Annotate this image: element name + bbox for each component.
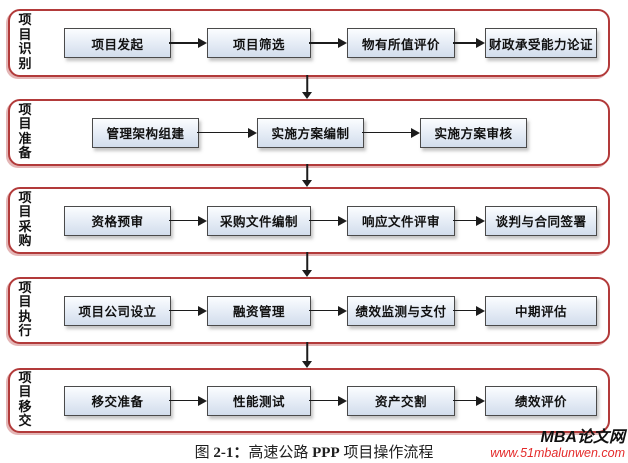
right-arrow-icon	[169, 305, 207, 316]
flow-step-box: 项目筛选	[207, 28, 311, 58]
stage-project-execution: 项目执行 项目公司设立 融资管理 绩效监测与支付 中期评估	[8, 277, 610, 344]
stage-project-handover: 项目移交 移交准备 性能测试 资产交割 绩效评价	[8, 368, 610, 433]
flow-step-box: 实施方案编制	[257, 117, 364, 148]
flow-step-box: 实施方案审核	[420, 117, 527, 148]
flow-step-box: 资产交割	[347, 385, 455, 416]
flow-step-box: 融资管理	[207, 295, 311, 326]
right-arrow-icon	[309, 395, 347, 406]
flow-step-box: 采购文件编制	[207, 205, 311, 236]
right-arrow-icon	[453, 305, 485, 316]
stage-label-handover: 项目移交	[18, 370, 32, 429]
caption-figure-number: 2-1：	[213, 445, 249, 461]
flow-step-box: 谈判与合同签署	[485, 205, 597, 236]
stage-project-preparation: 项目准备 管理架构组建 实施方案编制 实施方案审核	[8, 99, 610, 166]
down-arrow-icon	[302, 164, 312, 187]
flow-step-box: 中期评估	[485, 295, 597, 326]
flow-step-box: 性能测试	[207, 385, 311, 416]
flow-step-box: 响应文件评审	[347, 205, 455, 236]
right-arrow-icon	[197, 127, 257, 138]
stage-label-procurement: 项目采购	[18, 190, 32, 249]
right-arrow-icon	[169, 215, 207, 226]
flow-step-box: 移交准备	[64, 385, 171, 416]
flow-step-box: 项目公司设立	[64, 295, 171, 326]
stage-label-identification: 项目识别	[18, 13, 32, 72]
right-arrow-icon	[453, 38, 485, 48]
flow-step-box: 绩效监测与支付	[347, 295, 455, 326]
caption-ppp: PPP	[312, 445, 340, 461]
right-arrow-icon	[169, 395, 207, 406]
stage-project-identification: 项目识别 项目发起 项目筛选 物有所值评价 财政承受能力论证	[8, 9, 610, 77]
flow-step-box: 财政承受能力论证	[485, 28, 597, 58]
flow-step-box: 管理架构组建	[92, 117, 199, 148]
right-arrow-icon	[169, 38, 207, 48]
stage-project-procurement: 项目采购 资格预审 采购文件编制 响应文件评审 谈判与合同签署	[8, 187, 610, 254]
flow-step-box: 资格预审	[64, 205, 171, 236]
down-arrow-icon	[302, 342, 312, 368]
right-arrow-icon	[453, 215, 485, 226]
right-arrow-icon	[309, 305, 347, 316]
right-arrow-icon	[309, 38, 347, 48]
down-arrow-icon	[302, 252, 312, 277]
caption-text: 高速公路	[248, 445, 313, 461]
down-arrow-icon	[302, 75, 312, 99]
watermark: MBA论文网 www.51mbalunwen.com	[490, 429, 625, 460]
right-arrow-icon	[453, 395, 485, 406]
flow-step-box: 项目发起	[64, 28, 171, 58]
right-arrow-icon	[362, 127, 420, 138]
stage-label-preparation: 项目准备	[18, 102, 32, 161]
stage-label-execution: 项目执行	[18, 280, 32, 339]
caption-figure-word: 图	[194, 445, 214, 461]
flow-step-box: 物有所值评价	[347, 28, 455, 58]
figure-caption: 图 2-1：高速公路 PPP 项目操作流程	[0, 441, 628, 462]
watermark-brand: MBA论文网	[540, 429, 625, 446]
watermark-url: www.51mbalunwen.com	[490, 445, 625, 460]
right-arrow-icon	[309, 215, 347, 226]
flow-step-box: 绩效评价	[485, 385, 597, 416]
caption-text-tail: 项目操作流程	[339, 445, 434, 461]
